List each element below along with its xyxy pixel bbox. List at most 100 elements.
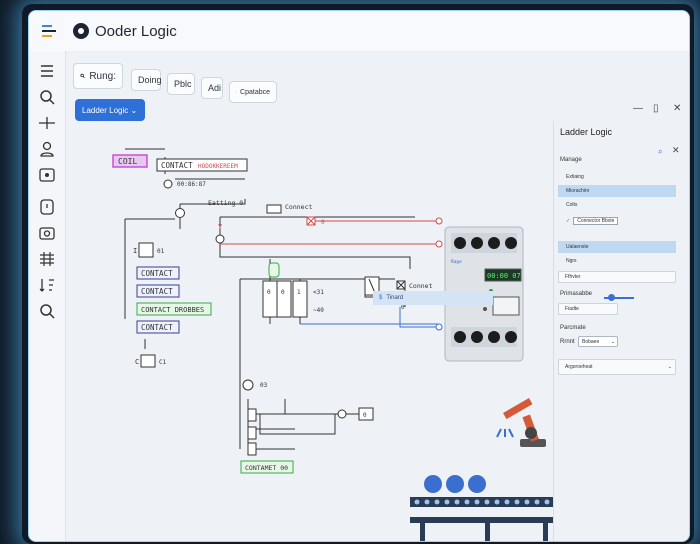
select-label: Rrnnt [560,339,575,345]
app-window: Ooder Logic Rung: Doing Pblc Adi Cpatabc… [28,10,690,542]
box-0b-label: 0 [281,289,285,296]
tag-g1: <31 [313,289,324,296]
conveyor-illustration [410,475,553,541]
i-label: I [133,247,137,255]
contact-block-bottom[interactable] [240,460,294,474]
close-button[interactable]: ✕ [673,103,682,114]
contact-block-green[interactable] [136,302,212,316]
panel-row[interactable]: Extiaing [566,174,584,180]
params-label: Primasabbe [560,291,593,297]
tag-03: 03 [260,382,268,389]
contact-1-label: CONTACT [141,269,173,278]
contact-block-2[interactable] [136,284,180,298]
minimize-button[interactable]: — [633,103,643,114]
rung-search-button[interactable]: Rung: [73,63,123,89]
contact-top-tag: HODOKKEREEM [198,163,238,170]
zoom-icon[interactable] [37,301,57,321]
contact-block-3[interactable] [136,320,180,334]
tag-b: Eatting 0 [208,199,243,207]
ladder-block[interactable] [247,442,257,456]
block-1[interactable] [292,280,308,318]
q-tag: C1 [159,359,167,366]
blue-wire-2 [399,307,437,328]
node-circle[interactable] [242,379,254,391]
node-circle[interactable] [337,409,347,419]
input-box[interactable] [138,242,154,258]
plc-terminal[interactable] [435,323,443,331]
tag-x: 0 [321,219,325,226]
panel-row-selected[interactable]: Ualaenste [558,241,676,253]
contact-top-box[interactable] [156,158,248,172]
panel-row[interactable]: Colts [566,202,578,208]
wire-tool-icon[interactable] [37,113,57,133]
output-block[interactable] [358,407,374,421]
block-0b[interactable] [276,280,292,318]
panel-field-2[interactable]: Fiadte [558,303,618,315]
ladder-logic-dropdown[interactable]: Ladder Logic ⌄ [75,99,145,121]
app-title: Ooder Logic [95,22,177,40]
module-icon[interactable] [37,165,57,185]
cpatabce-label: Cpatabce [240,88,270,96]
search-icon [236,91,237,93]
slider-track[interactable] [604,297,634,299]
search-icon[interactable]: ⌕ [658,147,663,156]
device-icon[interactable] [37,223,57,243]
pblc-button[interactable]: Pblc [167,73,195,95]
contact-symbol[interactable] [266,204,282,214]
panel-field-1[interactable]: Ffhvter [558,271,676,283]
checkmark-icon: ✓ [566,218,571,224]
slider-thumb[interactable] [608,294,615,301]
sort-icon[interactable] [37,275,57,295]
cpatabce-button[interactable]: Cpatabce [229,81,277,103]
coil-label: COIL [118,157,137,166]
plc-display [484,268,522,282]
coil-box[interactable] [112,154,148,168]
panel-row[interactable]: ✓ Connector Bbxte [558,215,676,227]
contact-green-label: CONTACT DROBBES [141,306,204,314]
panel-field-3[interactable]: Argoroeheat ⌄ [558,359,676,375]
tag-y: Y [218,223,223,231]
contact-top-label: CONTACT [161,161,193,170]
panel-title: Ladder Logic [560,127,613,137]
node-circle[interactable] [163,179,173,189]
plc-terminal[interactable] [435,240,443,248]
tag-c: Connect [285,203,312,211]
tag-m: 0 [363,412,367,419]
tag-a: 00:86:87 [177,181,206,188]
menu-stack-icon[interactable] [41,24,59,38]
q-label: C [135,358,139,366]
maximize-button[interactable]: ▯ [653,103,659,114]
app-logo-icon [73,23,89,39]
plc-terminal[interactable] [435,217,443,225]
panel-row-label: Connector Bbxte [573,217,619,225]
tag-d: 0 [401,304,405,311]
search-icon[interactable] [37,87,57,107]
plc-label: Rage [451,259,462,265]
doing-button[interactable]: Doing [131,69,162,91]
green-lamp[interactable] [268,262,280,278]
panel-row[interactable]: Ngrs [566,258,577,264]
relay-contact-icon [368,278,376,294]
ladder-canvas[interactable]: COIL CONTACT HODOKKEREEM 00:86:87 Eattin… [65,129,553,541]
panel-row-selected[interactable]: Miorachinr [558,185,676,197]
close-icon[interactable]: ✕ [672,145,680,155]
hamburger-menu-icon[interactable] [37,61,57,81]
output-box[interactable] [140,354,156,368]
timer-icon[interactable] [37,197,57,217]
properties-panel: Ladder Logic ⌕ ✕ Manage Extiaing Miorach… [553,121,689,541]
panel-select[interactable]: Bobaee ⌄ [578,336,618,347]
section-params: Parcmate [560,325,586,331]
tag-conn2: Connet [409,282,433,290]
node-circle[interactable] [175,208,185,218]
box-0a-label: 0 [267,289,271,296]
ladder-block[interactable] [247,426,257,440]
node-circle[interactable] [215,234,225,244]
contact-block-1[interactable] [136,266,180,280]
ladder-block[interactable] [247,408,257,422]
cross-icon [306,216,316,226]
i-tag: 01 [157,248,165,255]
user-icon[interactable] [37,139,57,159]
grid-icon[interactable] [37,249,57,269]
block-0a[interactable] [262,280,278,318]
adi-button[interactable]: Adi [201,77,223,99]
